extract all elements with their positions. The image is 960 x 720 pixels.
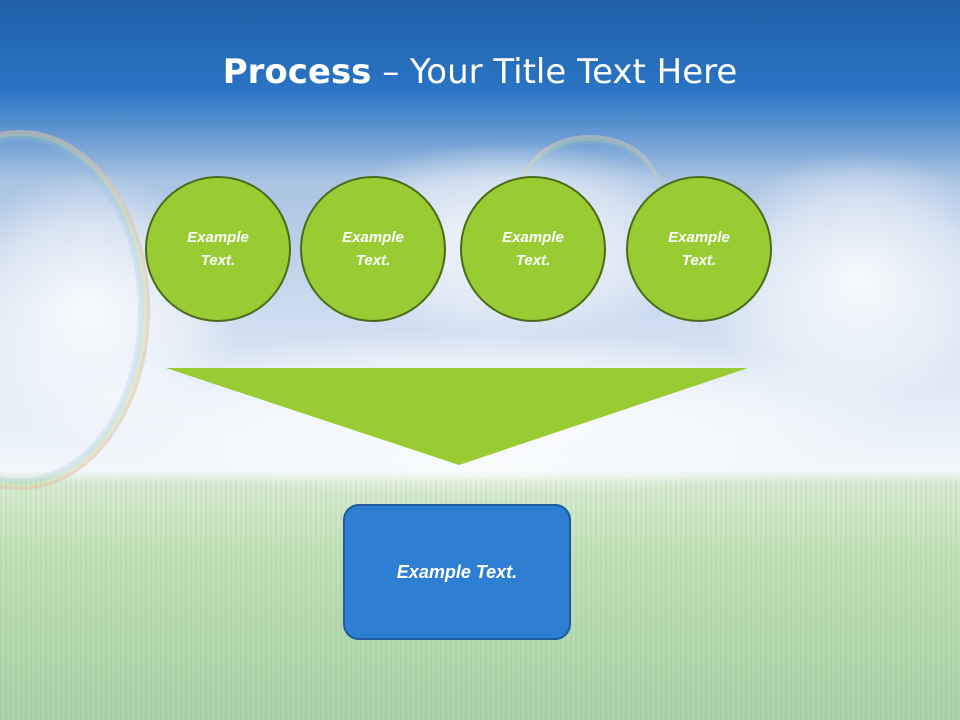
slide-title: Process – Your Title Text Here [0, 52, 960, 92]
input-circle-2: Example Text. [300, 176, 446, 322]
result-box: Example Text. [343, 504, 571, 640]
input-circle-2-label: Example Text. [342, 229, 404, 269]
input-circle-1-label: Example Text. [187, 229, 249, 269]
title-rest: – Your Title Text Here [371, 52, 738, 92]
input-circle-3-label: Example Text. [502, 229, 564, 269]
input-circle-3: Example Text. [460, 176, 606, 322]
input-circle-4-label: Example Text. [668, 229, 730, 269]
input-circle-4: Example Text. [626, 176, 772, 322]
funnel-triangle [166, 368, 748, 465]
input-circle-1: Example Text. [145, 176, 291, 322]
title-bold: Process [222, 52, 372, 92]
result-box-label: Example Text. [396, 561, 518, 582]
